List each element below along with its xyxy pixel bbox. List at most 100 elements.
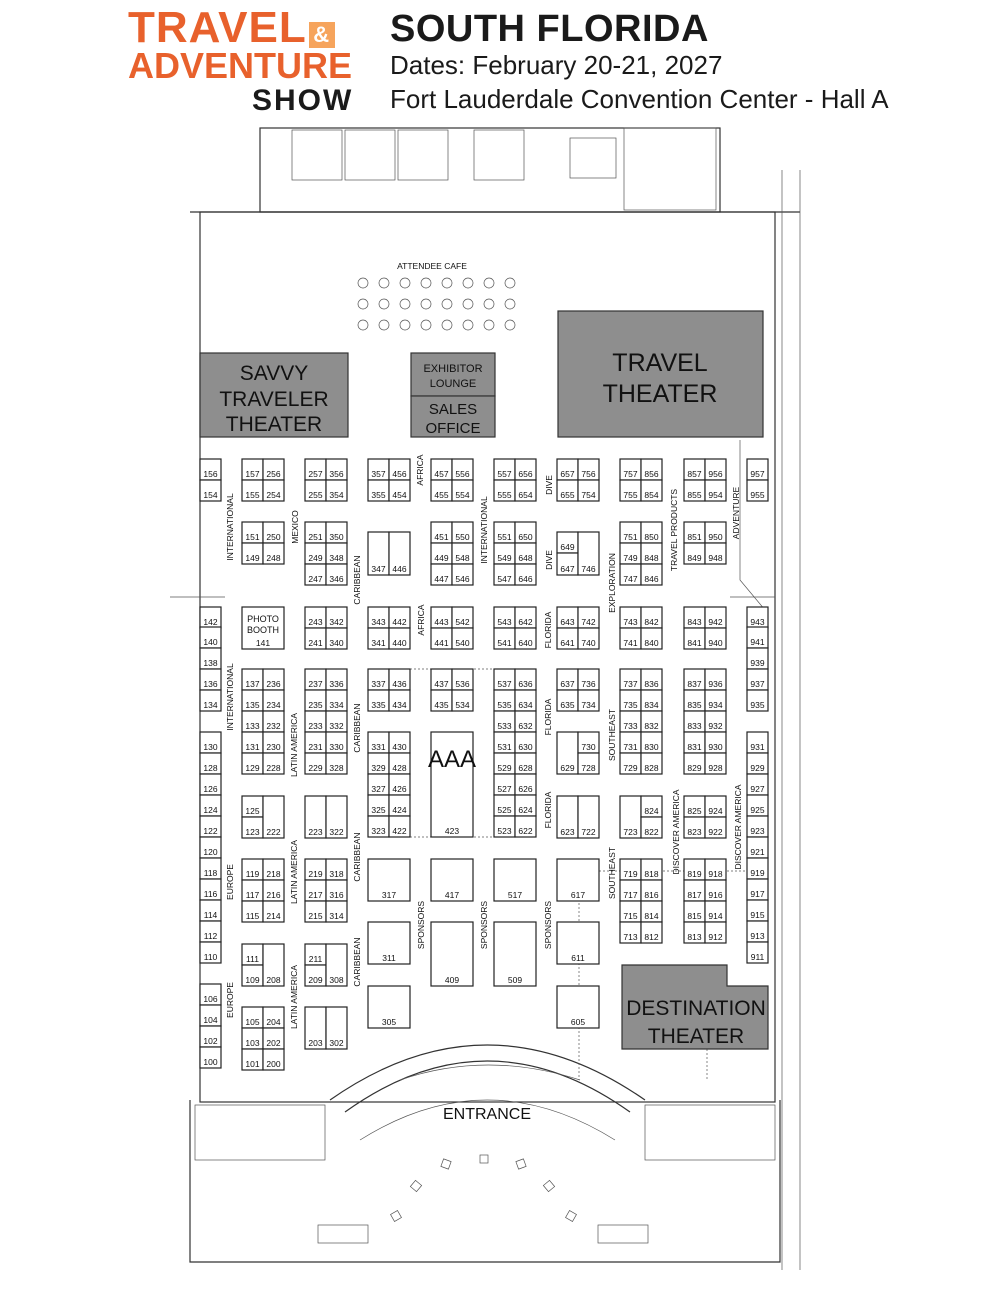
booth-214[interactable]: 214: [262, 900, 285, 923]
booth-440[interactable]: 440: [388, 627, 411, 650]
booth-932[interactable]: 932: [704, 710, 727, 733]
booth-204[interactable]: 204: [262, 1006, 285, 1029]
booth-426[interactable]: 426: [388, 773, 411, 796]
booth-124[interactable]: 124: [199, 794, 222, 817]
booth-255[interactable]: 255: [304, 479, 327, 502]
booth-855[interactable]: 855: [683, 479, 706, 502]
booth-546[interactable]: 546: [451, 563, 474, 586]
booth-843[interactable]: 843: [683, 606, 706, 629]
booth-921[interactable]: 921: [746, 836, 769, 859]
booth-334[interactable]: 334: [325, 689, 348, 712]
booth-648[interactable]: 648: [514, 542, 537, 565]
booth-236[interactable]: 236: [262, 668, 285, 691]
booth-417[interactable]: 417: [430, 858, 474, 902]
booth-657[interactable]: 657: [556, 458, 579, 481]
booth-533[interactable]: 533: [493, 710, 516, 733]
booth-642[interactable]: 642: [514, 606, 537, 629]
booth-832[interactable]: 832: [640, 710, 663, 733]
booth-550[interactable]: 550: [451, 521, 474, 544]
booth-817[interactable]: 817: [683, 879, 706, 902]
booth-104[interactable]: 104: [199, 1004, 222, 1027]
booth-747[interactable]: 747: [619, 563, 642, 586]
booth-928[interactable]: 928: [704, 752, 727, 775]
booth-151[interactable]: 151: [241, 521, 264, 544]
booth-200[interactable]: 200: [262, 1048, 285, 1071]
booth-149[interactable]: 149: [241, 542, 264, 565]
booth-230[interactable]: 230: [262, 731, 285, 754]
booth-717[interactable]: 717: [619, 879, 642, 902]
booth-929[interactable]: 929: [746, 752, 769, 775]
booth-655[interactable]: 655: [556, 479, 579, 502]
booth-355[interactable]: 355: [367, 479, 390, 502]
booth-541[interactable]: 541: [493, 627, 516, 650]
booth-241[interactable]: 241: [304, 627, 327, 650]
booth-347[interactable]: 347: [367, 531, 390, 576]
booth-111[interactable]: 111: [241, 943, 264, 966]
booth-734[interactable]: 734: [577, 689, 600, 712]
booth-325[interactable]: 325: [367, 794, 390, 817]
booth-249[interactable]: 249: [304, 542, 327, 565]
booth-122[interactable]: 122: [199, 815, 222, 838]
booth-837[interactable]: 837: [683, 668, 706, 691]
booth-140[interactable]: 140: [199, 626, 222, 649]
booth-851[interactable]: 851: [683, 521, 706, 544]
booth-157[interactable]: 157: [241, 458, 264, 481]
booth-233[interactable]: 233: [304, 710, 327, 733]
booth-740[interactable]: 740: [577, 627, 600, 650]
booth-118[interactable]: 118: [199, 857, 222, 880]
booth-757[interactable]: 757: [619, 458, 642, 481]
booth-956[interactable]: 956: [704, 458, 727, 481]
booth-229[interactable]: 229: [304, 752, 327, 775]
booth-323[interactable]: 323: [367, 815, 390, 838]
booth-915[interactable]: 915: [746, 899, 769, 922]
booth-812[interactable]: 812: [640, 921, 663, 944]
exhibitor-lounge[interactable]: EXHIBITOR LOUNGE: [410, 352, 496, 397]
booth-311[interactable]: 311: [367, 921, 411, 965]
booth-912[interactable]: 912: [704, 921, 727, 944]
booth-203[interactable]: 203: [304, 1006, 327, 1050]
booth-733[interactable]: 733: [619, 710, 642, 733]
booth-322[interactable]: 322: [325, 795, 348, 839]
booth-746[interactable]: 746: [577, 531, 600, 576]
booth-630[interactable]: 630: [514, 731, 537, 754]
booth-357[interactable]: 357: [367, 458, 390, 481]
booth-624[interactable]: 624: [514, 794, 537, 817]
booth-126[interactable]: 126: [199, 773, 222, 796]
booth-814[interactable]: 814: [640, 900, 663, 923]
booth-743[interactable]: 743: [619, 606, 642, 629]
booth-346[interactable]: 346: [325, 563, 348, 586]
booth-824[interactable]: 824: [640, 795, 663, 818]
booth-141[interactable]: 141: [241, 606, 285, 650]
booth-129[interactable]: 129: [241, 752, 264, 775]
booth-856[interactable]: 856: [640, 458, 663, 481]
booth-305[interactable]: 305: [367, 985, 411, 1029]
booth-543[interactable]: 543: [493, 606, 516, 629]
booth-834[interactable]: 834: [640, 689, 663, 712]
sales-office[interactable]: SALES OFFICE: [410, 395, 496, 438]
booth-622[interactable]: 622: [514, 815, 537, 838]
booth-114[interactable]: 114: [199, 899, 222, 922]
booth-335[interactable]: 335: [367, 689, 390, 712]
booth-715[interactable]: 715: [619, 900, 642, 923]
booth-555[interactable]: 555: [493, 479, 516, 502]
booth-643[interactable]: 643: [556, 606, 579, 629]
booth-735[interactable]: 735: [619, 689, 642, 712]
booth-828[interactable]: 828: [640, 752, 663, 775]
booth-551[interactable]: 551: [493, 521, 516, 544]
booth-219[interactable]: 219: [304, 858, 327, 881]
booth-918[interactable]: 918: [704, 858, 727, 881]
booth-818[interactable]: 818: [640, 858, 663, 881]
booth-756[interactable]: 756: [577, 458, 600, 481]
booth-231[interactable]: 231: [304, 731, 327, 754]
booth-232[interactable]: 232: [262, 710, 285, 733]
booth-327[interactable]: 327: [367, 773, 390, 796]
booth-911[interactable]: 911: [746, 941, 769, 964]
booth-243[interactable]: 243: [304, 606, 327, 629]
booth-854[interactable]: 854: [640, 479, 663, 502]
booth-142[interactable]: 142: [199, 606, 222, 629]
booth-125[interactable]: 125: [241, 795, 264, 818]
savvy-traveler-theater[interactable]: SAVVY TRAVELER THEATER: [199, 352, 349, 438]
booth-428[interactable]: 428: [388, 752, 411, 775]
booth-923[interactable]: 923: [746, 815, 769, 838]
booth-846[interactable]: 846: [640, 563, 663, 586]
